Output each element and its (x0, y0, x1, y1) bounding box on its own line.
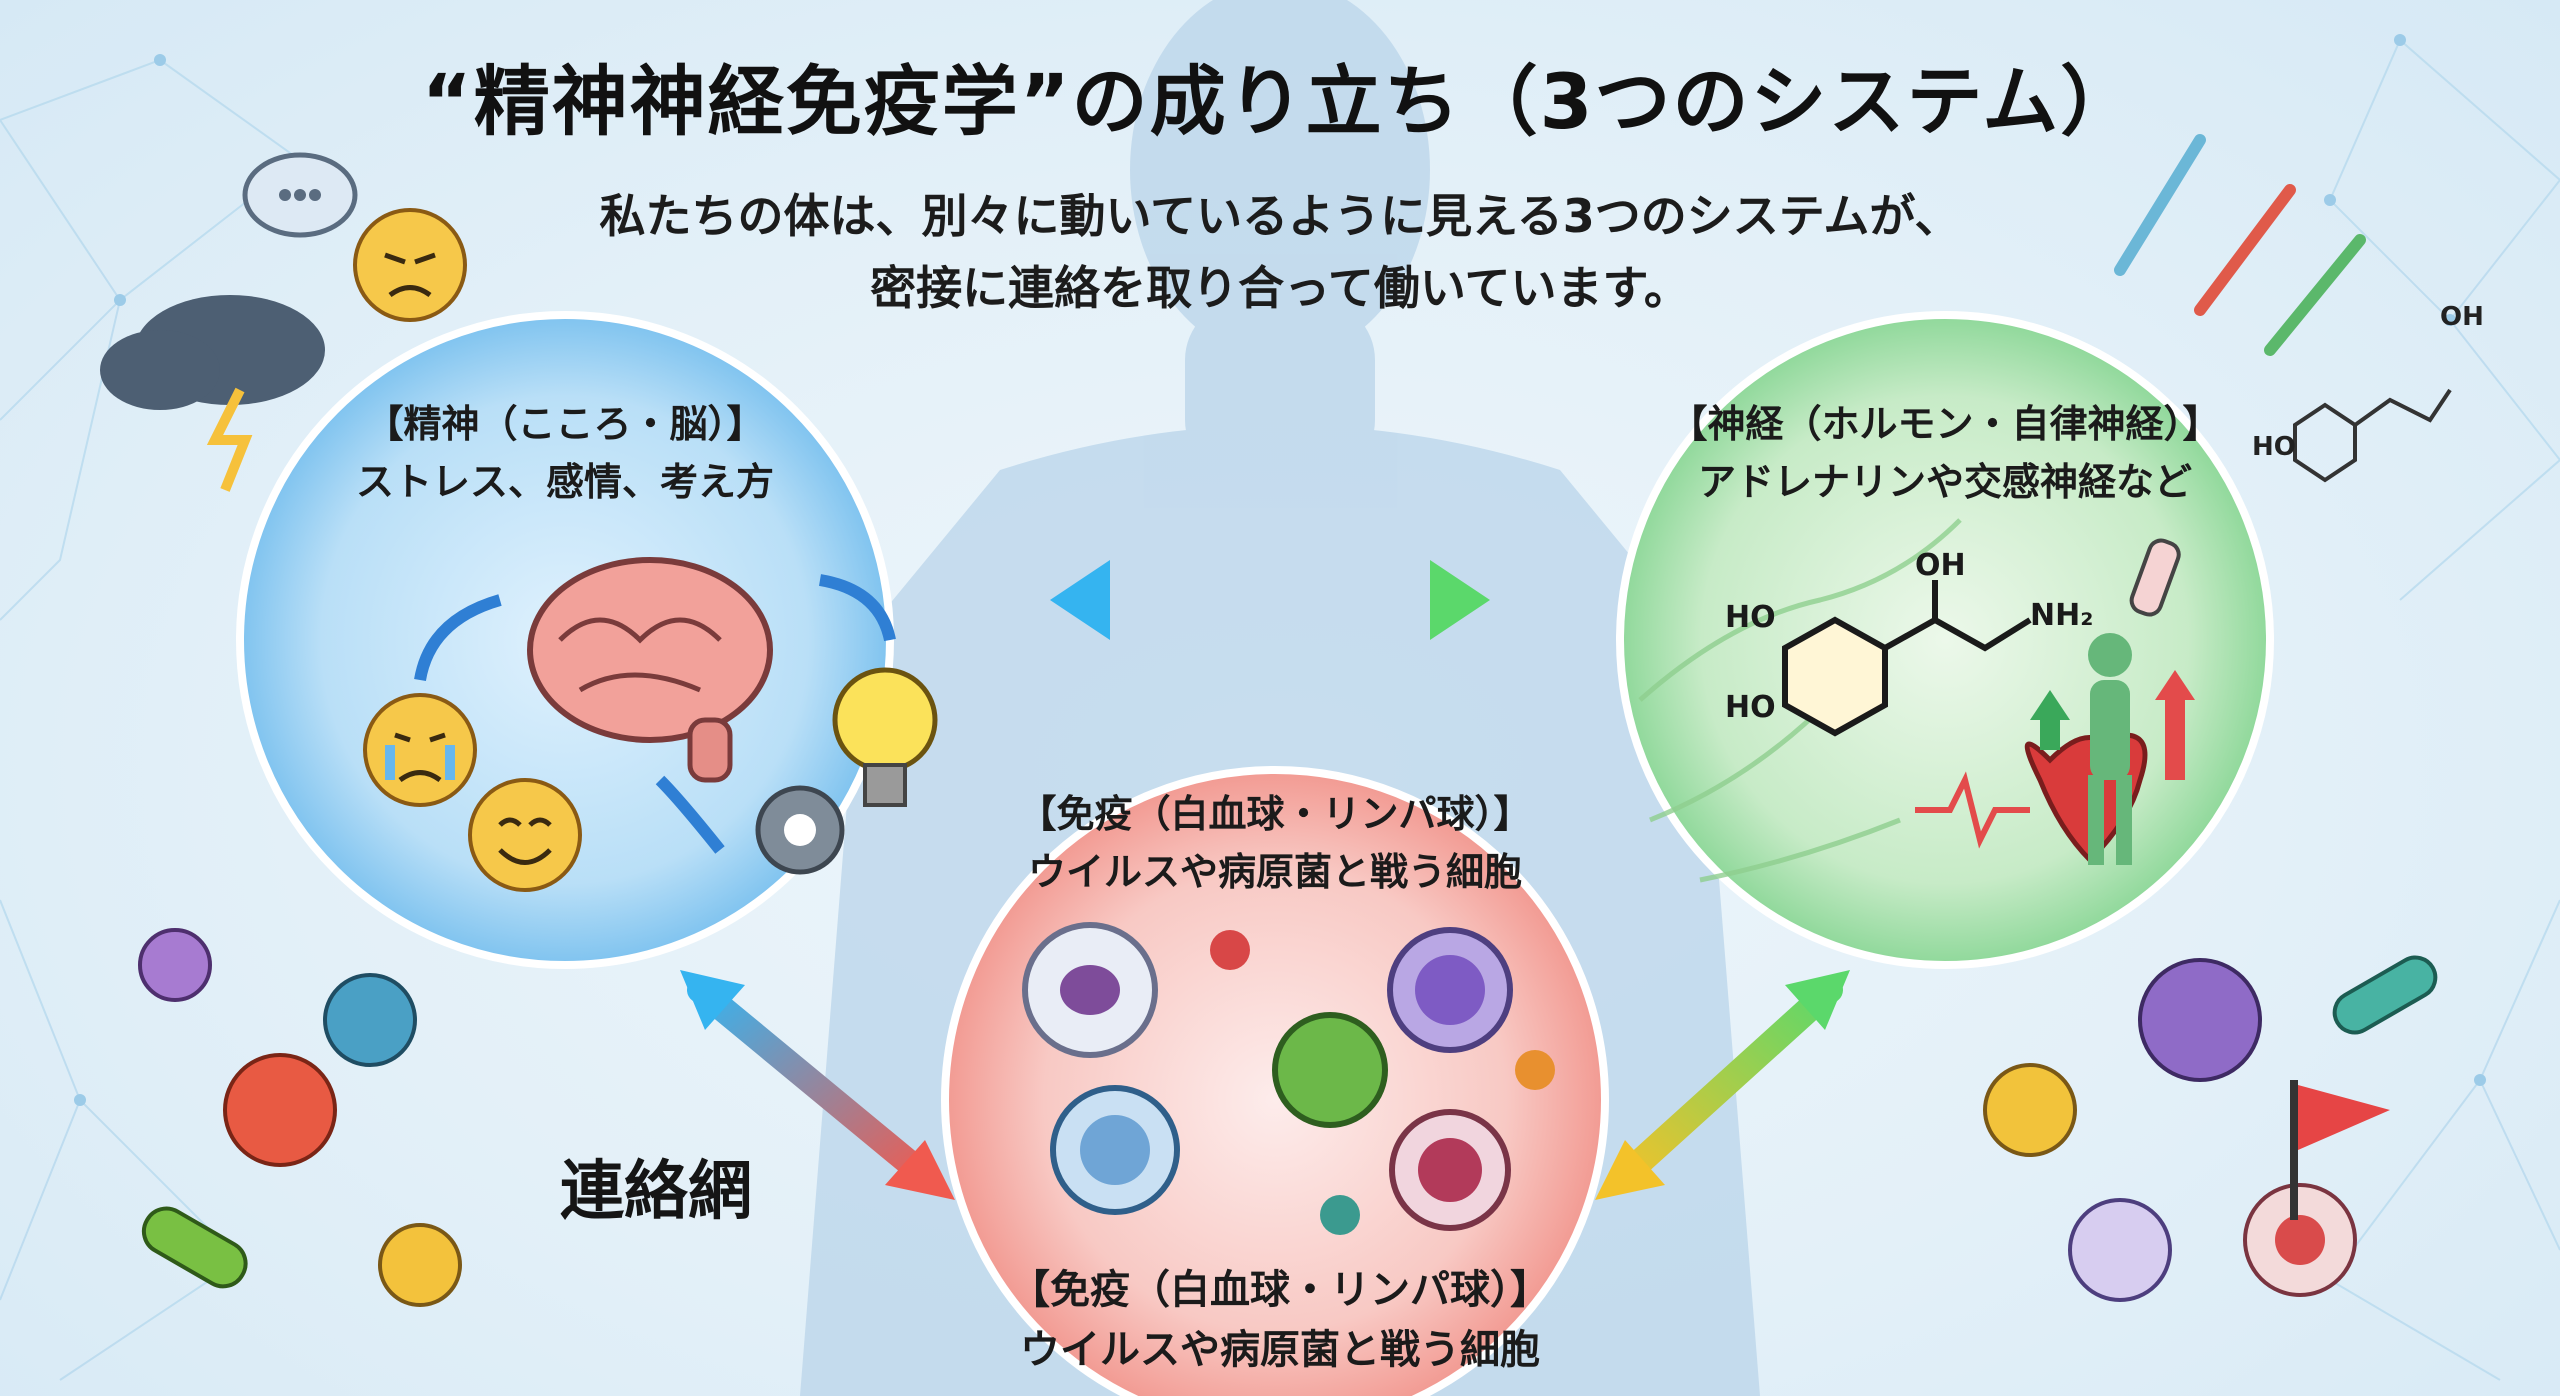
immune-label: 【免疫（白血球・リンパ球）】 ウイルスや病原菌と戦う細胞 (960, 785, 1590, 901)
molecule-label-oh: OH (1915, 548, 1966, 583)
page-title: “精神神経免疫学”の成り立ち（3つのシステム） (421, 57, 2139, 146)
arrow-mind-nerve (1050, 560, 1490, 640)
flag-icon (2290, 1080, 2390, 1220)
nerve-label: 【神経（ホルモン・自律神経）】 アドレナリンや交感神経など (1640, 395, 2250, 511)
white-blood-cell-icon (1022, 922, 1158, 1058)
angry-face-icon (353, 208, 467, 322)
immune-cell-icon (2068, 1183, 2357, 1302)
smiling-face-icon (468, 778, 582, 892)
chem-label-oh: OH (2440, 302, 2484, 332)
molecule-label-ho-2: HO (1725, 690, 1776, 725)
bottom-right-virus-icon (1983, 958, 2262, 1157)
walking-person-icon (2088, 633, 2132, 865)
up-arrow-icon (2030, 670, 2195, 780)
immune-heading: 【免疫（白血球・リンパ球）】 (1018, 792, 1532, 836)
chem-label-ho: HO (2252, 432, 2296, 462)
pulse-line-icon (1915, 771, 2030, 849)
molecule-label-nh2: NH₂ (2030, 598, 2094, 633)
syringe-icon (2114, 134, 2366, 356)
arrow-mind-immune (680, 970, 955, 1200)
speech-bubble-icon (242, 152, 358, 238)
bottom-caption: 【免疫（白血球・リンパ球）】 ウイルスや病原菌と戦う細胞 (880, 1260, 1680, 1380)
lymphocyte-icon (1050, 927, 1513, 1231)
adrenaline-molecule-icon (1782, 580, 2032, 737)
network-label: 連絡網 (560, 1155, 752, 1229)
bottom-left-virus-icon (138, 928, 462, 1307)
molecule-label-ho-1: HO (1725, 600, 1776, 635)
crying-face-icon (363, 693, 477, 807)
cycle-arrow-icon (414, 574, 896, 854)
bottom-caption-heading: 【免疫（白血球・リンパ球）】 (1010, 1267, 1550, 1313)
virus-icon (1210, 930, 1555, 1235)
nerve-desc: アドレナリンや交感神経など (1697, 460, 2192, 504)
lightbulb-icon (832, 667, 938, 807)
mind-desc: ストレス、感情、考え方 (355, 460, 774, 504)
mind-label: 【精神（こころ・脳）】 ストレス、感情、考え方 (300, 395, 830, 511)
storm-cloud-icon (100, 295, 325, 492)
intro-text: 私たちの体は、別々に動いているように見える3つのシステムが、 密接に連絡を取り合… (0, 180, 2560, 324)
immune-desc: ウイルスや病原菌と戦う細胞 (1027, 850, 1522, 894)
test-tube-icon (2129, 538, 2181, 617)
bacteria-icon (141, 955, 2438, 1289)
chemical-structure-icon (2293, 388, 2452, 483)
arrow-nerve-immune (1595, 970, 1850, 1200)
gear-icon (755, 785, 845, 875)
nerve-heading: 【神経（ホルモン・自律神経）】 (1669, 402, 2221, 446)
bottom-caption-desc: ウイルスや病原菌と戦う細胞 (1020, 1327, 1540, 1373)
intro-line-2: 密接に連絡を取り合って働いています。 (870, 261, 1690, 315)
mind-heading: 【精神（こころ・脳）】 (365, 402, 765, 446)
intro-line-1: 私たちの体は、別々に動いているように見える3つのシステムが、 (599, 189, 1961, 243)
brain-icon (527, 557, 773, 783)
